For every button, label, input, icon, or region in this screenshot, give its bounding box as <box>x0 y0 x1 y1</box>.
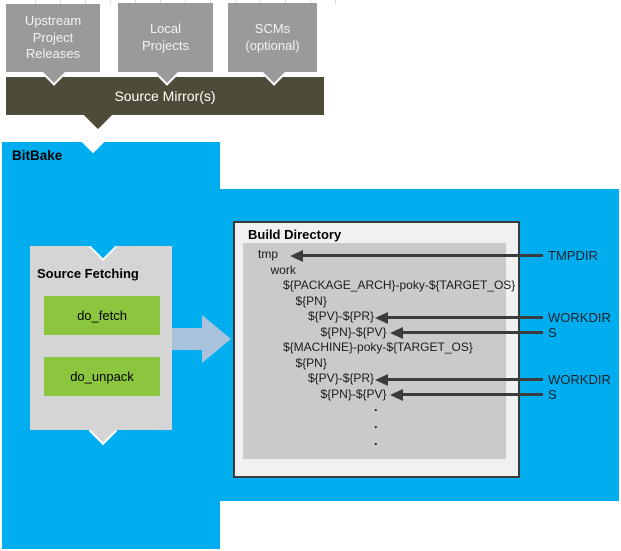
directory-entry: ${PN}-${PV} <box>320 324 387 339</box>
workdir-arrow-shaft <box>387 316 543 319</box>
tmpdir-label: TMPDIR <box>548 248 598 263</box>
grid-tick <box>60 0 61 4</box>
workdir-arrow-shaft <box>387 378 543 381</box>
source-box: Upstream Project Releases <box>6 4 100 72</box>
grid-tick <box>335 0 336 4</box>
workdir-label: WORKDIR <box>548 372 611 387</box>
directory-entry: work <box>270 262 296 277</box>
grid-tick <box>285 0 286 4</box>
directory-tree-background <box>243 243 506 459</box>
grid-tick <box>260 0 261 4</box>
do-fetch-task: do_fetch <box>44 296 160 335</box>
grid-tick <box>185 0 186 4</box>
directory-entry: ${PN} <box>295 355 327 370</box>
grid-tick <box>310 0 311 4</box>
directory-ellipsis: ... <box>374 398 378 449</box>
source-fetching-title: Source Fetching <box>37 266 139 281</box>
source-mirrors-label: Source Mirror(s) <box>114 88 216 104</box>
source-box: Local Projects <box>118 3 213 72</box>
directory-entry: ${PACKAGE_ARCH}-poky-${TARGET_OS} <box>283 278 516 292</box>
s-arrow-shaft <box>402 393 543 396</box>
source-fetching-box: Source Fetching <box>30 246 172 430</box>
flow-arrow-shaft <box>172 328 203 350</box>
s-arrow-left-icon <box>390 327 403 339</box>
grid-tick <box>85 0 86 4</box>
build-directory-title: Build Directory <box>248 227 342 242</box>
grid-tick <box>35 0 36 4</box>
workdir-arrow-left-icon <box>375 312 388 324</box>
tmpdir-arrow-shaft <box>302 254 543 257</box>
tmpdir-arrow-left-icon <box>290 250 303 262</box>
source-box: SCMs (optional) <box>228 3 317 72</box>
directory-entry: ${PN}-${PV} <box>320 386 387 401</box>
bitbake-label: BitBake <box>12 148 63 163</box>
grid-tick <box>135 0 136 4</box>
grid-tick <box>110 0 111 4</box>
grid-tick <box>235 0 236 4</box>
directory-entry: ${PV}-${PR} <box>308 371 375 385</box>
workdir-label: WORKDIR <box>548 310 611 325</box>
ellipsis-dot: . <box>374 433 378 448</box>
directory-entry: tmp <box>258 247 279 261</box>
flow-arrow-right-icon <box>202 315 231 363</box>
ellipsis-dot: . <box>374 416 378 431</box>
grid-tick <box>210 0 211 4</box>
directory-entry: ${MACHINE}-poky-${TARGET_OS} <box>283 340 473 354</box>
grid-tick <box>160 0 161 4</box>
s-arrow-shaft <box>402 331 543 334</box>
directory-entry: ${PN} <box>295 293 327 308</box>
s-label: S <box>548 325 557 340</box>
s-arrow-left-icon <box>390 389 403 401</box>
ellipsis-dot: . <box>374 399 378 414</box>
s-label: S <box>548 387 557 402</box>
directory-entry: ${PV}-${PR} <box>308 309 375 323</box>
do-unpack-task: do_unpack <box>44 357 160 396</box>
workdir-arrow-left-icon <box>375 374 388 386</box>
